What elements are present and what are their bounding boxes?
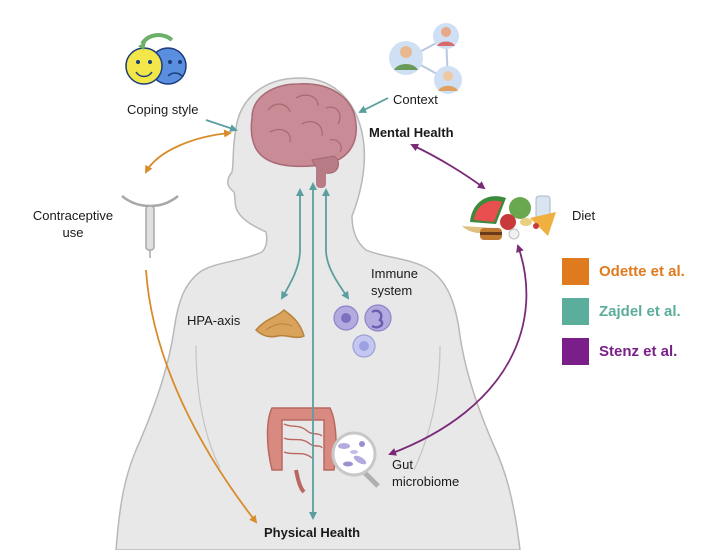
iud-icon: [121, 195, 179, 258]
legend-swatch-zajdel: [562, 297, 589, 325]
hpa-vertical-arrow: [281, 188, 304, 300]
immune-vertical-arrow: [322, 188, 350, 300]
hpa-axis-label: HPA-axis: [187, 313, 241, 328]
legend-item-stenz: Stenz et al.: [562, 337, 677, 365]
immune-cells-icon: [333, 304, 392, 358]
legend-swatch-stenz: [562, 337, 589, 365]
context-to-brain-arrow: [358, 97, 389, 113]
coping-style-label: Coping style: [127, 102, 199, 117]
context-people-icon: [389, 23, 462, 94]
coping-to-brain-arrow: [205, 119, 238, 132]
context-label: Context: [393, 92, 438, 107]
mental-health-label: Mental Health: [369, 125, 454, 140]
brain-icon: [250, 83, 357, 188]
intestines-icon: [266, 407, 337, 494]
left-arm-line: [195, 345, 221, 469]
contraceptive-to-physical-arrow: [145, 269, 258, 524]
legend-item-odette: Odette et al.: [562, 257, 685, 285]
physical-health-label: Physical Health: [264, 525, 361, 540]
immune-system-label: Immune system: [371, 266, 418, 298]
coping-faces-icon: [125, 33, 187, 85]
legend-swatch-odette: [562, 257, 589, 285]
contraceptive-use-label: Contraceptive use: [32, 208, 114, 240]
mental-diet-arrow: [410, 143, 486, 190]
legend-label-stenz: Stenz et al.: [599, 342, 678, 360]
diet-gut-arrow: [388, 244, 528, 456]
gut-microbiome-label: Gut microbiome: [392, 457, 460, 489]
legend-item-zajdel: Zajdel et al.: [562, 297, 681, 325]
legend-label-odette: Odette et al.: [599, 262, 685, 280]
diet-label: Diet: [572, 208, 596, 223]
microbiome-magnifier-icon: [331, 431, 380, 488]
legend-label-zajdel: Zajdel et al.: [599, 302, 681, 320]
coping-contraceptive-arrow: [145, 129, 232, 174]
food-icon: [462, 195, 556, 240]
